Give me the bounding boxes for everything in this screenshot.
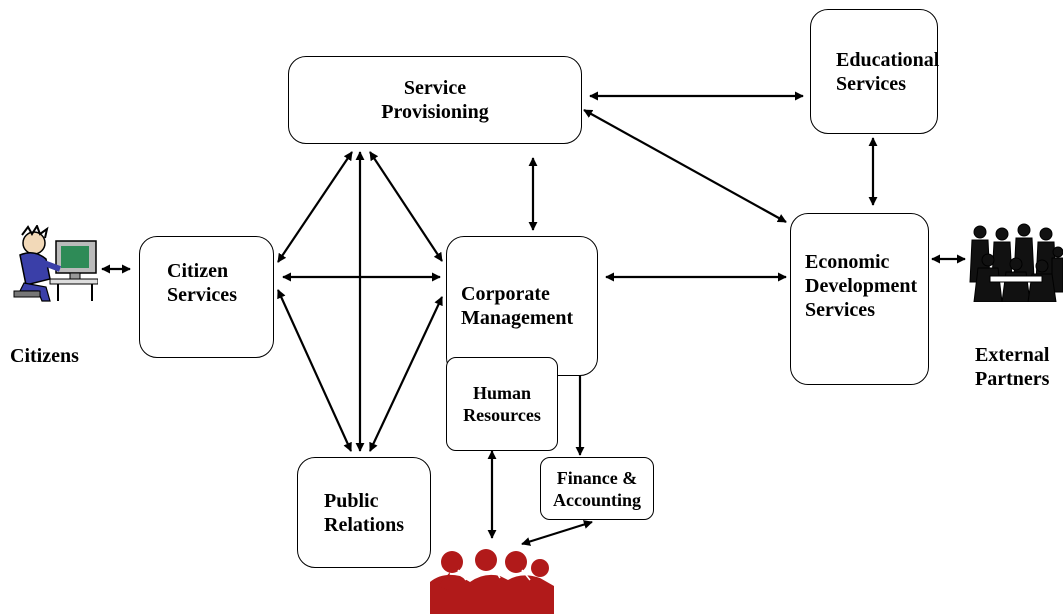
- service-provisioning-label-2: Provisioning: [381, 101, 489, 123]
- arrow-service-publicrelations-b: [369, 151, 443, 262]
- educational-services-box: Educational Services: [810, 9, 940, 134]
- arrow-service-economic: [583, 109, 787, 223]
- human-resources-box: Human Resources: [446, 357, 558, 451]
- public-relations-box: Public Relations: [297, 457, 431, 568]
- arrow-finance-staff: [521, 520, 593, 546]
- educational-services-label-2: Services: [836, 72, 906, 95]
- corporate-management-label-2: Management: [461, 307, 574, 329]
- educational-services-label-1: Educational: [836, 48, 940, 71]
- business-meeting-icon: [969, 223, 1063, 302]
- arrow-service-citizen: [277, 151, 353, 263]
- service-provisioning-label-1: Service: [403, 77, 467, 99]
- external-partners-label-1: External: [975, 344, 1050, 366]
- citizen-services-label-1: Citizen: [167, 260, 229, 282]
- economic-development-box: Economic Development Services: [790, 213, 929, 385]
- citizens-label: Citizens: [10, 345, 79, 367]
- citizen-services-box: Citizen Services: [139, 236, 274, 358]
- corporate-management-label-1: Corporate: [461, 283, 550, 305]
- finance-accounting-label-1: Finance &: [556, 467, 638, 488]
- external-partners-label: External Partners: [975, 343, 1049, 391]
- citizen-services-label-2: Services: [167, 284, 237, 306]
- economic-development-label-3: Services: [805, 299, 875, 321]
- economic-development-label-1: Economic: [805, 251, 890, 273]
- public-relations-label-2: Relations: [324, 513, 404, 536]
- economic-development-label-2: Development: [805, 275, 918, 297]
- finance-accounting-box: Finance & Accounting: [540, 457, 654, 520]
- arrow-corporate-publicrelations: [369, 296, 443, 452]
- person-at-computer-icon: [13, 225, 98, 302]
- public-relations-label-1: Public: [324, 489, 379, 512]
- corporate-management-box: Corporate Management: [446, 236, 598, 376]
- finance-accounting-label-2: Accounting: [552, 489, 641, 510]
- human-resources-label-2: Resources: [463, 405, 541, 425]
- arrow-citizen-publicrelations: [276, 289, 353, 452]
- external-partners-label-2: Partners: [975, 368, 1050, 390]
- staff-group-icon: [430, 549, 554, 614]
- service-provisioning-box: Service Provisioning: [288, 56, 582, 144]
- human-resources-label-1: Human: [472, 383, 532, 403]
